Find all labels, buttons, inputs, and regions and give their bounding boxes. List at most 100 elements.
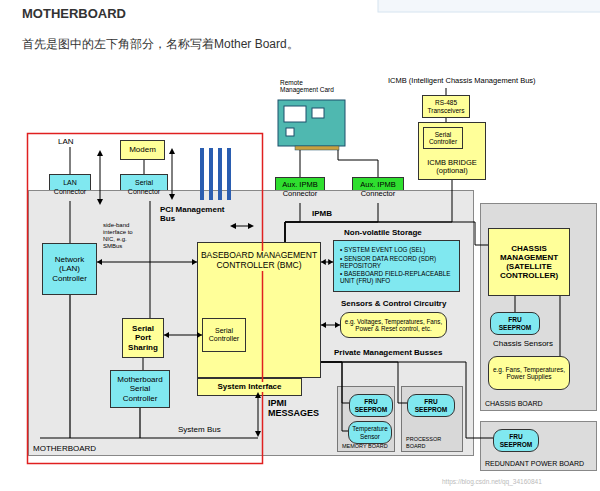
watermark: https://blog.csdn.net/qq_34160841	[442, 478, 542, 485]
connector	[321, 362, 348, 431]
box-label: Modem	[129, 145, 156, 154]
box-label: e.g. Fans, Temperatures, Power Supplies	[491, 366, 567, 381]
external-arrow	[169, 148, 175, 200]
component-box: FRU SEEPROM	[490, 312, 540, 335]
box-label: LAN Connector	[52, 179, 88, 195]
connector-line	[560, 296, 561, 356]
card-board	[278, 100, 345, 146]
box-label: FRU SEEPROM	[410, 398, 452, 413]
box-label: Serial Connector	[123, 179, 165, 195]
arrow-head	[335, 322, 340, 328]
heading-label: Chassis Sensors	[493, 339, 553, 348]
connector-line	[70, 201, 71, 243]
board-region: MEMORY BOARD FRU SEEPROM Temperature Senso…	[337, 386, 395, 452]
card-fingers	[295, 146, 339, 150]
external-arrow	[97, 150, 103, 205]
arrow-head	[255, 431, 261, 437]
connector	[321, 362, 407, 403]
arrow-line	[258, 394, 259, 435]
heading-label: Sensors & Control Circuitry	[341, 299, 446, 308]
box-label: • BASEBOARD FIELD-REPLACEABLE UNIT (FRU)…	[336, 270, 457, 284]
connector	[70, 201, 71, 243]
component-box: Temperature Sensor	[348, 421, 392, 444]
arrow-head	[169, 194, 175, 200]
highlight-frame	[28, 134, 263, 464]
arrow-line	[100, 152, 101, 203]
box-label: Motherboard Serial Controller	[113, 375, 167, 403]
connector-line	[321, 362, 349, 403]
component-box: Network (LAN) Controller	[42, 243, 97, 295]
box-label: Temperature Sensor	[351, 425, 389, 439]
bus-label: IPMI MESSAGES	[268, 398, 326, 419]
connector	[285, 180, 452, 242]
component-box: Modem	[120, 140, 165, 160]
board-label: CHASSIS BOARD	[485, 400, 543, 408]
box-label: e.g. Voltages, Temperatures, Fans, Power…	[343, 318, 444, 332]
component-box: Serial Controller	[202, 318, 246, 352]
connector	[144, 160, 145, 174]
component-box: ICMB BRIDGE (optional)Serial Controller	[418, 122, 486, 180]
bus-label: ICMB (Intelligent Chassis Management Bus…	[388, 77, 536, 86]
card-chip	[312, 108, 324, 118]
arrow-head	[169, 148, 175, 154]
arrow-head	[321, 322, 326, 328]
box-label: Serial Controller	[205, 327, 243, 343]
connector	[446, 118, 447, 122]
component-box: Non-volatile Storage• SYSTEM EVENT LOG (…	[333, 240, 460, 292]
box-label: System Interface	[217, 382, 281, 391]
remote-card	[278, 100, 345, 150]
arrow-head	[328, 259, 333, 265]
arrow-head	[230, 223, 236, 229]
box-label: RS-485 Transceivers	[425, 99, 467, 114]
connector-line	[97, 262, 197, 263]
component-box: FRU SEEPROM	[493, 429, 539, 452]
component-box: Sensors & Control Circuitrye.g. Voltages…	[340, 312, 447, 338]
pci-slot	[227, 148, 231, 200]
connector	[321, 362, 349, 403]
box-label: • SENSOR DATA RECORD (SDR) REPOSITORY	[336, 255, 457, 269]
connector-line	[150, 201, 151, 318]
arrow-head	[164, 332, 169, 338]
heading-label: Non-volatile Storage	[344, 228, 422, 237]
bus-label: System Bus	[178, 425, 221, 434]
connector	[515, 296, 516, 312]
box-label: ICMB BRIDGE (optional)	[421, 159, 483, 176]
connector-line	[321, 362, 407, 403]
connector-line	[321, 362, 493, 438]
arrow-head	[255, 392, 261, 398]
section-title: MOTHERBOARD	[22, 7, 126, 22]
bus-label: IPMB	[312, 209, 332, 218]
component-box: Chassis Sensorse.g. Fans, Temperatures, …	[488, 356, 570, 390]
arrow-line	[172, 150, 173, 198]
component-box: FRU SEEPROM	[407, 394, 455, 417]
card-chip	[284, 106, 306, 122]
arrow-head	[197, 332, 202, 338]
board-label: MEMORY BOARD	[342, 443, 388, 449]
connector	[143, 358, 144, 370]
connector-line	[144, 160, 145, 174]
arrow-head	[97, 199, 103, 205]
bus-label: LAN	[58, 137, 74, 146]
system-bus	[40, 295, 258, 438]
box-label: Aux. IPMB Connector	[355, 181, 401, 198]
card-chip	[286, 128, 294, 136]
box-label: Aux. IPMB Connector	[278, 181, 322, 198]
connector-line	[143, 358, 144, 370]
connector	[560, 296, 561, 356]
board-label: PROCESSOR BOARD	[406, 436, 460, 449]
icmb-wire	[446, 88, 447, 95]
component-box: CHASSIS MANAGEMENT (SATELLITE CONTROLLER…	[488, 228, 570, 296]
connector	[321, 362, 493, 438]
board-region: MOTHERBOARDNetwork (LAN) ControllerBASEB…	[28, 190, 474, 456]
connector	[164, 332, 202, 338]
arrow-head	[248, 223, 254, 229]
connector-line	[446, 118, 447, 122]
connector-line	[164, 335, 202, 336]
component-box: Motherboard Serial Controller	[110, 370, 170, 408]
box-label: • SYSTEM EVENT LOG (SEL)	[336, 246, 457, 253]
card-label: Remote Management Card	[280, 79, 336, 94]
component-box: FRU SEEPROM	[349, 394, 393, 417]
board-label: REDUNDANT POWER BOARD	[485, 460, 584, 468]
box-label: CHASSIS MANAGEMENT (SATELLITE CONTROLLER…	[491, 244, 567, 281]
